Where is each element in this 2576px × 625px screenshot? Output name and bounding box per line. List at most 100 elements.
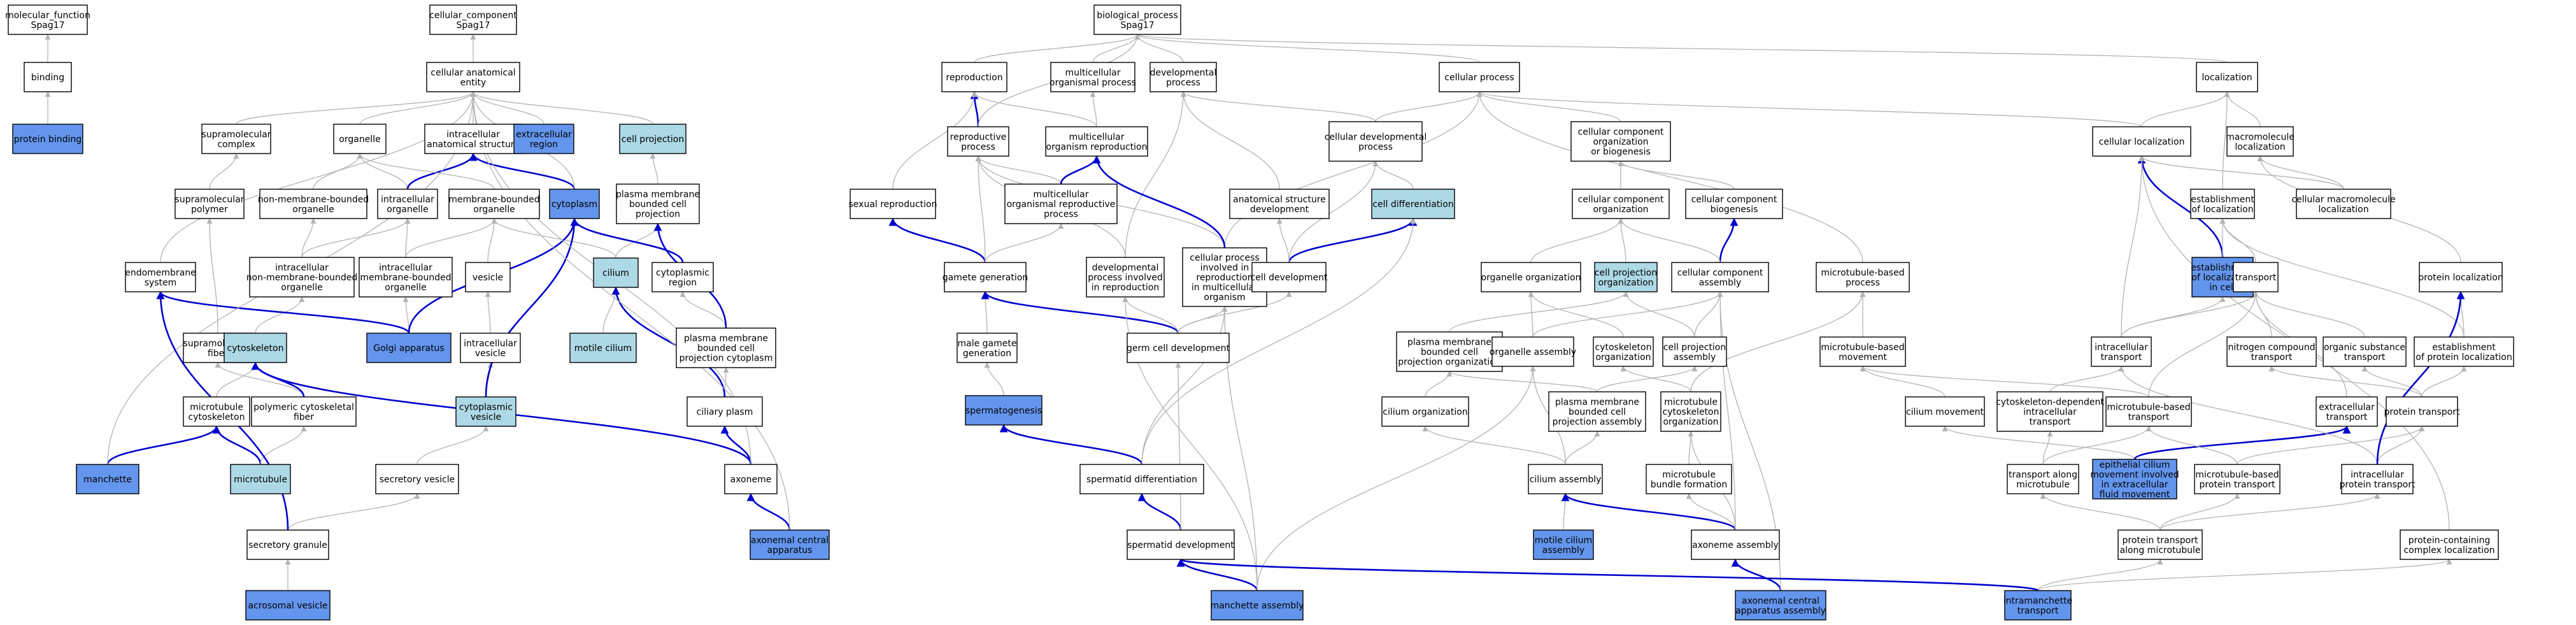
edge-is-a-axasm-cca xyxy=(1717,291,1736,531)
term-node-cilmov: cilium movement xyxy=(1905,396,1985,427)
edge-is-a-ptam-tam xyxy=(2040,493,2161,531)
edge-is-a-cilium-pmbcp xyxy=(615,223,661,259)
term-label-line: apparatus xyxy=(767,545,813,556)
term-node-protloc: protein localization xyxy=(2418,262,2503,292)
term-label-line: establishment xyxy=(2432,342,2496,352)
term-label-line: axoneme xyxy=(730,475,772,485)
term-box xyxy=(2296,189,2391,219)
edge-is-a-ccb-ccob xyxy=(1618,161,1735,190)
edge-is-a-sexrep-repro xyxy=(892,91,978,190)
term-label-line: system xyxy=(145,278,177,288)
edge-is-a-mor-mop xyxy=(1090,91,1097,127)
term-label-line: microtubule-based xyxy=(1821,268,1904,278)
term-label-line: cellular_component xyxy=(429,10,517,20)
term-label: secretory vesicle xyxy=(380,475,455,485)
term-label-line: cell projection xyxy=(1595,268,1657,278)
term-label-line: intracellular xyxy=(2351,470,2404,480)
term-label-line: fluid movement xyxy=(2100,489,2170,499)
term-box xyxy=(24,62,72,92)
term-box xyxy=(12,124,83,154)
term-label-line: supramolecular xyxy=(202,129,271,140)
term-label-line: of localization xyxy=(2191,205,2253,215)
term-label-line: membrane-bounded xyxy=(360,273,451,283)
term-label: protein binding xyxy=(14,134,82,145)
term-label: cytoskeleton xyxy=(227,343,284,354)
edge-is-a-icmbo-mbo xyxy=(405,218,497,258)
term-box xyxy=(1691,529,1780,560)
edge-part-of-cilplasm-cilium xyxy=(611,286,726,398)
term-label-line: microtubule xyxy=(234,475,287,485)
edge-is-a-icpt-ictrans xyxy=(2118,366,2378,465)
term-label-line: assembly xyxy=(1699,278,1741,288)
term-label-line: germ cell development xyxy=(1127,343,1230,354)
term-node-secves: secretory vesicle xyxy=(375,464,459,494)
term-box xyxy=(174,189,245,219)
edge-is-a-suppoly-supcx xyxy=(209,153,239,190)
term-box xyxy=(1229,189,1330,219)
term-label: gamete generation xyxy=(943,273,1028,283)
term-label-line: plasma membrane xyxy=(1407,338,1491,348)
term-box xyxy=(1127,529,1235,560)
edge-part-of-axasm-cilasm xyxy=(1561,492,1737,531)
term-label-line: manchette assembly xyxy=(1211,601,1304,611)
term-label-line: process involved xyxy=(1088,273,1163,283)
edge-is-a-ostrans-transport xyxy=(2252,291,2365,338)
term-label: organelle xyxy=(339,134,380,145)
term-box xyxy=(460,333,521,363)
edge-is-a-tam-mtbt xyxy=(2042,426,2152,465)
edge-part-of-microtubule-mtcsk xyxy=(212,425,262,465)
term-label-line: organelle xyxy=(281,283,322,293)
term-label-line: organization xyxy=(1593,205,1648,215)
term-label-line: in extracellular xyxy=(2102,480,2168,490)
term-label-line: cilium organization xyxy=(1383,407,1467,417)
term-node-secgran: secretory granule xyxy=(246,529,329,560)
term-label-line: in cell xyxy=(2209,283,2235,293)
term-label-line: microtubule-based xyxy=(2107,402,2190,412)
term-label-line: cytoskeleton-dependent xyxy=(1996,398,2104,408)
term-label-line: bounded cell xyxy=(1569,407,1626,417)
term-label: reproduction xyxy=(946,73,1002,83)
edge-is-a-mtbpt-mtbt xyxy=(2145,426,2238,465)
edge-part-of-celldev-celldiff xyxy=(1288,217,1418,263)
term-label-line: establishment xyxy=(2191,194,2254,205)
term-label: binding xyxy=(31,73,64,83)
edge-is-a-celldevp-cellp xyxy=(1375,91,1483,122)
term-label-line: cell projection xyxy=(622,134,684,145)
term-label-line: fiber xyxy=(208,348,228,359)
term-box xyxy=(2400,529,2499,560)
term-box xyxy=(1548,391,1646,432)
term-label: germ cell development xyxy=(1127,343,1230,354)
term-box xyxy=(1149,62,1217,92)
term-box xyxy=(569,333,637,363)
term-label-line: localization xyxy=(2202,73,2252,83)
edge-is-a-morp-reprop xyxy=(975,155,1062,185)
term-box xyxy=(1593,336,1654,367)
